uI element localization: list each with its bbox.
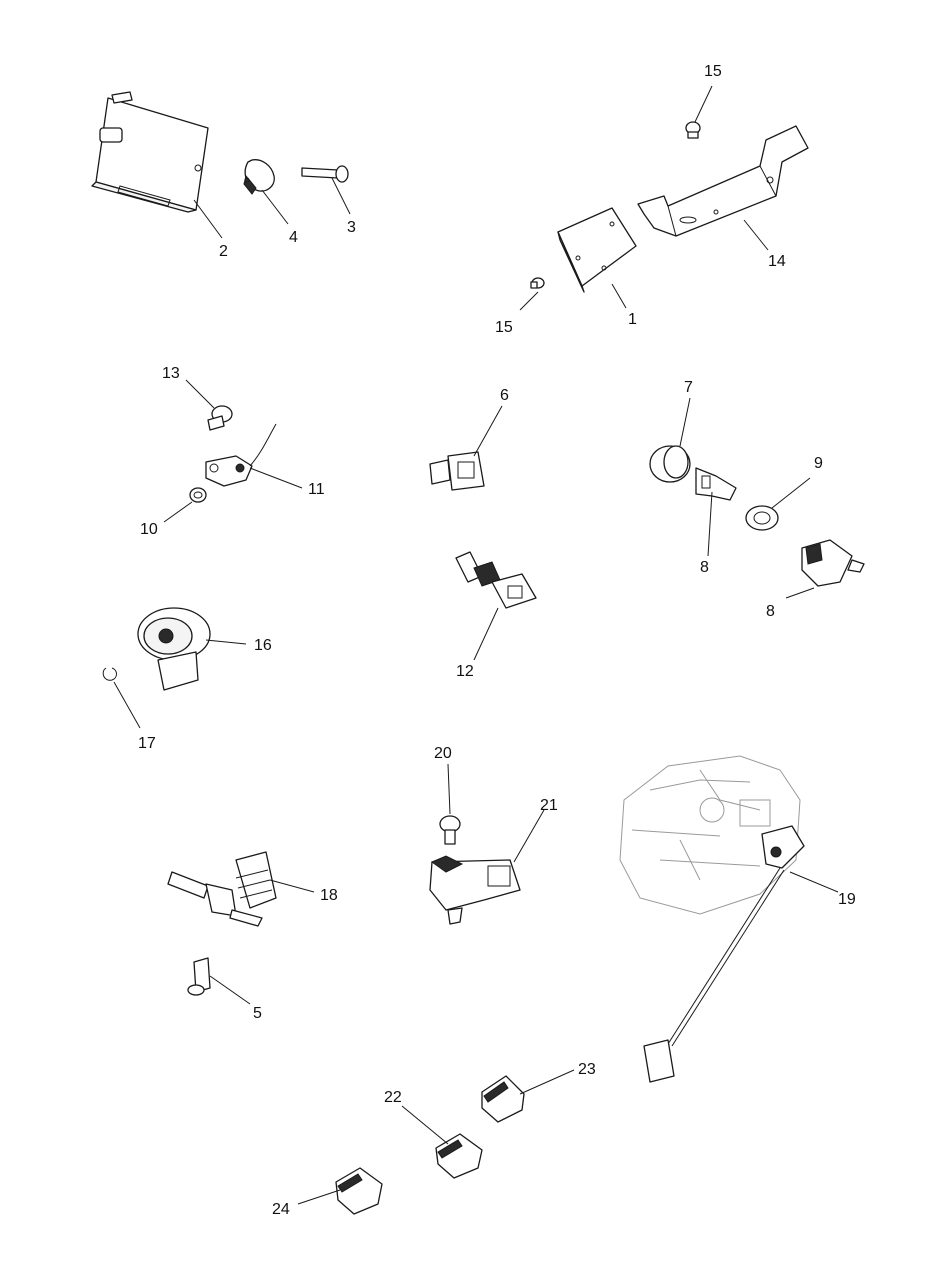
callout-23: 23 [578, 1061, 596, 1078]
part-4-clamp [243, 159, 275, 195]
callout-24: 24 [272, 1201, 290, 1218]
part-9-seal [745, 505, 779, 531]
part-19-sensor-harness [643, 825, 805, 1083]
callout-13: 13 [162, 365, 180, 382]
callout-9: 9 [814, 455, 823, 472]
callout-12: 12 [456, 663, 474, 680]
part-19-engine-ghost [619, 755, 801, 915]
part-11-sensor [205, 423, 277, 487]
part-18-cam-sensor [167, 851, 277, 927]
part-21-pressure-sensor [429, 855, 521, 925]
callout-6: 6 [500, 387, 509, 404]
part-13-bolt [207, 405, 233, 431]
part-1-cover [557, 207, 637, 293]
part-22-switch [435, 1133, 483, 1179]
callout-15-lower: 15 [495, 319, 513, 336]
part-8-sensor [801, 539, 865, 587]
callout-2: 2 [219, 243, 228, 260]
part-7-cap [649, 445, 691, 483]
callout-5: 5 [253, 1005, 262, 1022]
part-20-bolt [439, 815, 461, 845]
callout-18: 18 [320, 887, 338, 904]
callout-8-upper: 8 [700, 559, 709, 576]
part-6-plug [429, 451, 485, 491]
callout-20: 20 [434, 745, 452, 762]
part-15-screw-upper [685, 121, 701, 139]
callout-15-upper: 15 [704, 63, 722, 80]
part-15-screw-lower [530, 277, 545, 289]
part-3-bolt [301, 165, 349, 183]
part-8-tab [695, 467, 737, 501]
callout-3: 3 [347, 219, 356, 236]
callout-10: 10 [140, 521, 158, 538]
callout-labels: 1 2 3 4 5 6 7 8 8 9 10 11 12 13 14 15 15… [138, 63, 856, 1218]
callout-1: 1 [628, 311, 637, 328]
callout-14: 14 [768, 253, 786, 270]
callout-11: 11 [308, 481, 325, 498]
callout-4: 4 [289, 229, 298, 246]
callout-16: 16 [254, 637, 272, 654]
callout-22: 22 [384, 1089, 402, 1106]
part-17-clip [102, 667, 117, 681]
callout-7: 7 [684, 379, 693, 396]
leader-lines [113, 85, 839, 1205]
callout-8-lower: 8 [766, 603, 775, 620]
part-12-temp-sensor [455, 551, 537, 609]
callout-21: 21 [540, 797, 558, 814]
part-2-module-housing [91, 91, 209, 213]
part-10-grommet [189, 487, 207, 503]
part-24-switch [335, 1167, 383, 1215]
part-5-pin [187, 957, 211, 996]
part-16-knock-sensor [137, 607, 211, 691]
part-14-bracket [637, 125, 809, 237]
part-23-switch [481, 1075, 525, 1123]
callout-17: 17 [138, 735, 156, 752]
callout-19: 19 [838, 891, 856, 908]
